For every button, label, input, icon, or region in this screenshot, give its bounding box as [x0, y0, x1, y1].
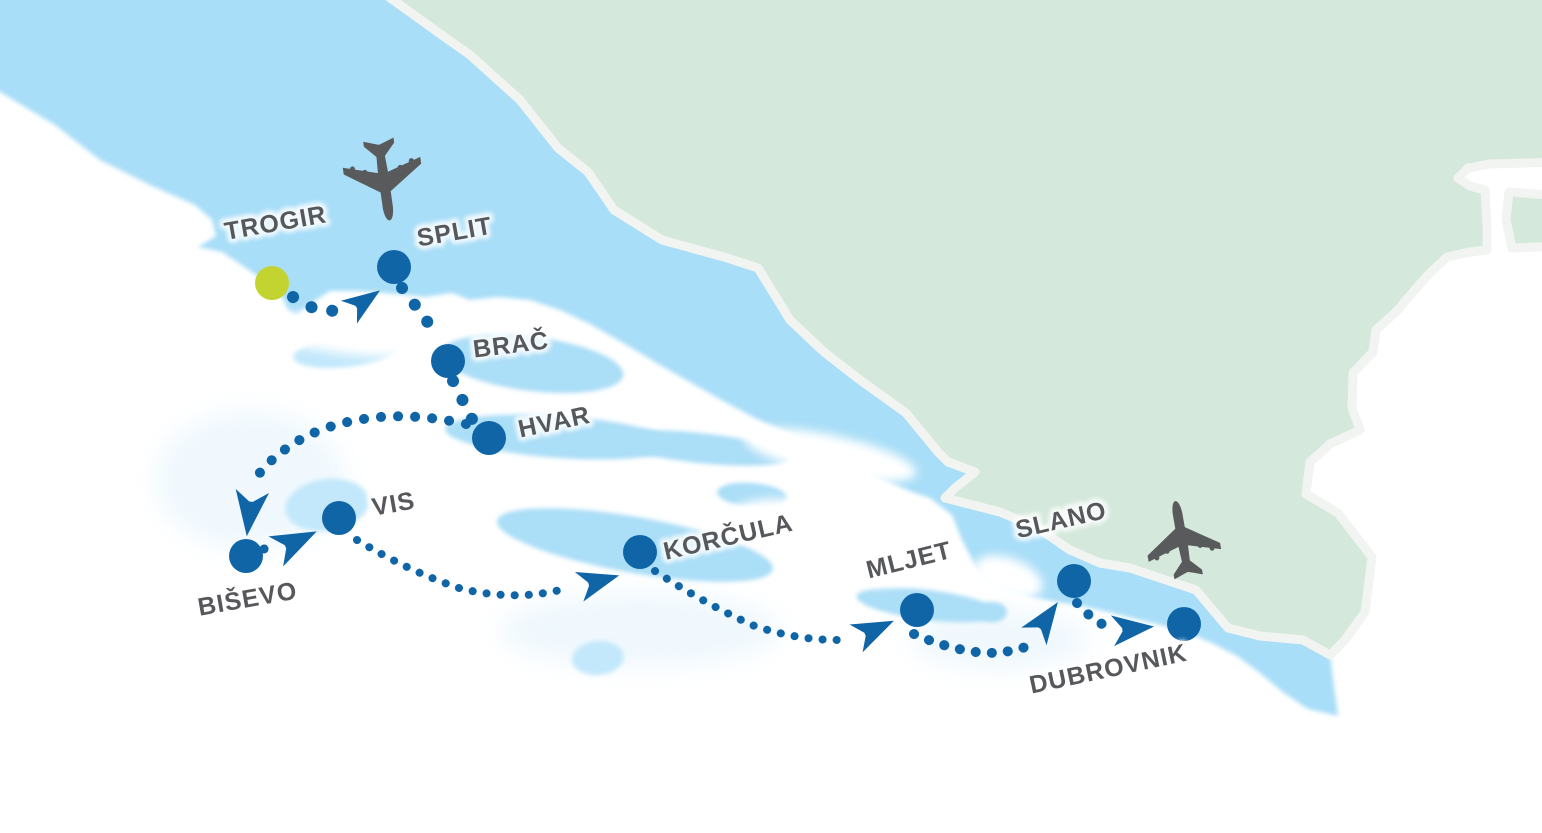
- route-trogir-split: [287, 291, 344, 317]
- route-split-brac: [396, 282, 444, 343]
- airplane-icon-split-airport: [342, 137, 422, 221]
- islands-layer: [285, 334, 1007, 676]
- marker-bisevo: [229, 539, 263, 573]
- island-lastovo: [572, 640, 624, 676]
- route-vis-korcula: [353, 536, 564, 600]
- island-brac: [440, 334, 624, 394]
- marker-vis: [322, 501, 356, 535]
- route-arrow-icon-hvar-bisevo: [235, 488, 270, 537]
- route-arrow-icon-mljet-slano: [1021, 602, 1058, 646]
- peljesac-north: [743, 428, 917, 482]
- marker-slano: [1057, 564, 1091, 598]
- airplane-icon-dubrovnik-airport: [1147, 501, 1222, 580]
- mainland-layer: [385, 0, 1542, 660]
- markers-layer: [229, 250, 1201, 641]
- island-mljet-tip: [979, 602, 1007, 622]
- peninsula-layer: [252, 313, 1043, 599]
- marker-mljet: [900, 593, 934, 627]
- marker-korcula: [623, 535, 657, 569]
- marker-hvar: [472, 421, 506, 455]
- route-brac-hvar: [447, 375, 478, 425]
- marker-dubrovnik: [1167, 607, 1201, 641]
- route-arrow-icon-slano-dubrovnik: [1110, 615, 1155, 647]
- marker-brac: [431, 344, 465, 378]
- route-arrow-icon-korcula-mljet: [849, 620, 894, 653]
- route-arrow-icon-bisevo-vis: [268, 531, 317, 567]
- white-gap-slano: [973, 555, 1043, 599]
- marker-split: [377, 250, 411, 284]
- island-hvar-tail: [610, 430, 790, 466]
- mainland-strip: [1501, 187, 1542, 253]
- marker-trogir: [255, 266, 289, 300]
- coastal-sea: [0, 0, 1338, 716]
- peljesac-south: [730, 498, 886, 552]
- route-bisevo-vis: [259, 543, 271, 554]
- sea-layer: [0, 0, 1338, 716]
- route-arrow-icon-vis-korcula: [574, 572, 620, 602]
- route-arrow-icon-trogir-split: [340, 290, 381, 324]
- white-gap-trogir: [252, 313, 428, 357]
- mainland-croatia: [385, 0, 1542, 660]
- route-hvar-bisevo: [246, 411, 471, 491]
- route-korcula-mljet: [651, 567, 842, 644]
- route-slano-dubrovnik: [1072, 598, 1107, 629]
- haze-blob: [500, 592, 780, 668]
- routes-layer: [235, 282, 1155, 659]
- island-hvar: [445, 414, 675, 460]
- planes-layer: [342, 137, 1222, 580]
- white-gap-mljet-label: [846, 530, 954, 586]
